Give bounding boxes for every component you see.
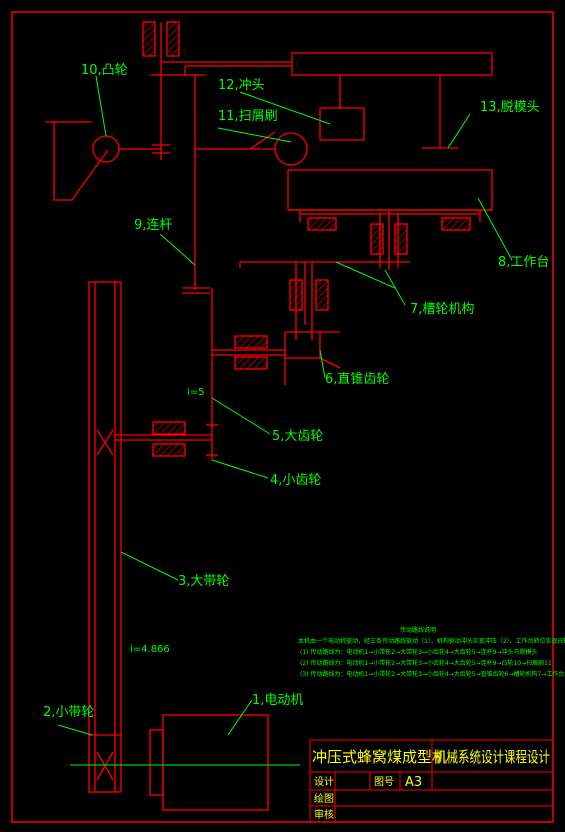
title-block-size: A3	[405, 775, 422, 790]
upper-slide-assembly	[45, 21, 493, 340]
label-gear-ratio: i=5	[187, 387, 205, 398]
label-motor: 1,电动机	[252, 693, 303, 708]
drawing-border	[11, 11, 554, 823]
label-belt-ratio: i=4.866	[130, 644, 170, 655]
label-small-pulley: 2,小带轮	[43, 705, 94, 720]
label-bevel-gear: 6,直锥齿轮	[325, 372, 389, 387]
notes-line-3: (2) 传动路线为：电动机1→小带轮2→大带轮3→小齿轮4→大齿轮5→连杆9→凸…	[300, 659, 552, 667]
top-bearing-right	[166, 21, 180, 57]
gear-train	[115, 287, 341, 460]
label-large-pulley: 3,大带轮	[178, 574, 229, 589]
title-block-review: 审核	[314, 808, 334, 821]
notes-line-1: 本机由一个电动机驱动，经三条传动路线驱动（1）、机构驱动冲头实现冲压（2）、工作…	[298, 637, 565, 645]
top-bearing-left	[142, 21, 156, 57]
title-block-drawing-no: 图号	[374, 776, 394, 788]
title-block-title: 冲压式蜂窝煤成型机	[312, 748, 447, 766]
label-large-gear: 5,大齿轮	[272, 429, 323, 444]
motor	[149, 714, 269, 811]
belt-drive	[88, 281, 122, 793]
sweep-brush	[274, 132, 308, 166]
cam-disc	[92, 135, 120, 163]
label-geneva: 7,槽轮机构	[410, 302, 474, 317]
label-worktable: 8,工作台	[498, 255, 549, 270]
title-block-draw: 绘图	[314, 792, 334, 805]
leader-lines	[57, 75, 513, 736]
upper-slide-bar	[291, 52, 493, 76]
transmission-notes: 传动路线说明 本机由一个电动机驱动，经三条传动路线驱动（1）、机构驱动冲头实现冲…	[298, 626, 565, 678]
notes-title: 传动路线说明	[400, 626, 436, 634]
title-block	[309, 739, 554, 823]
label-cam: 10,凸轮	[81, 63, 128, 78]
label-sweep-brush: 11,扫屑刷	[218, 109, 278, 124]
title-block-subtitle: 机械系统设计课程设计	[435, 748, 550, 766]
large-pulley	[88, 281, 122, 793]
label-small-gear: 4,小齿轮	[270, 473, 321, 488]
label-punch: 12,冲头	[218, 78, 265, 93]
title-block-design: 设计	[314, 775, 334, 788]
label-demold-head: 13,脱模头	[480, 100, 540, 115]
punch-block	[319, 107, 365, 141]
notes-line-4: (3) 传动路线为：电动机1→小带轮2→大带轮3→小齿轮4→大齿轮5→直锥齿轮6…	[300, 670, 565, 678]
worktable	[287, 169, 493, 211]
label-connecting-rod: 9,连杆	[134, 217, 172, 233]
notes-line-2: (1) 传动路线为：电动机1→小带轮2→大带轮3→小齿轮4→大齿轮5→连杆9→冲…	[300, 648, 537, 656]
